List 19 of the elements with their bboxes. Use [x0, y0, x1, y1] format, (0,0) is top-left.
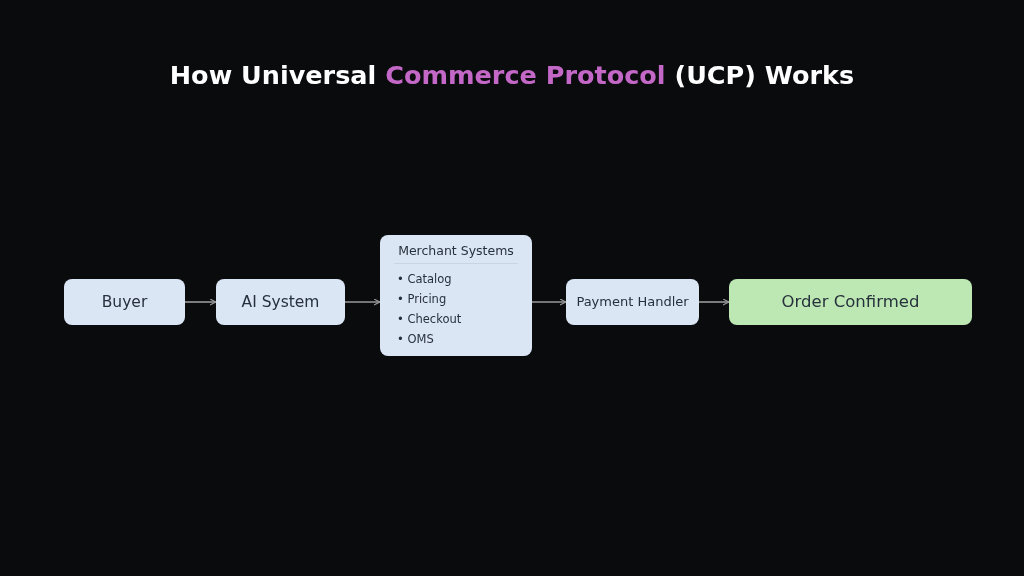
box-label: Order Confirmed [781, 292, 920, 312]
process-box [216, 279, 345, 325]
box-label: Payment Handler [576, 294, 689, 310]
arrow [184, 298, 217, 306]
box-label: Buyer [101, 292, 148, 312]
title: How Universal Commerce Protocol (UCP) Works [169, 60, 855, 90]
process-box [64, 279, 185, 325]
process-box [566, 279, 699, 325]
process-box [380, 235, 532, 356]
box-label: AI System [241, 292, 320, 312]
arrow [531, 298, 567, 306]
arrow [698, 298, 730, 306]
arrow [344, 298, 381, 306]
box-heading: Merchant Systems [398, 243, 514, 260]
list-item: • OMS [397, 331, 434, 349]
result-box [729, 279, 972, 325]
list-item: • Pricing [397, 291, 447, 309]
list-item: • Catalog [397, 271, 452, 289]
list-item: • Checkout [397, 311, 462, 329]
